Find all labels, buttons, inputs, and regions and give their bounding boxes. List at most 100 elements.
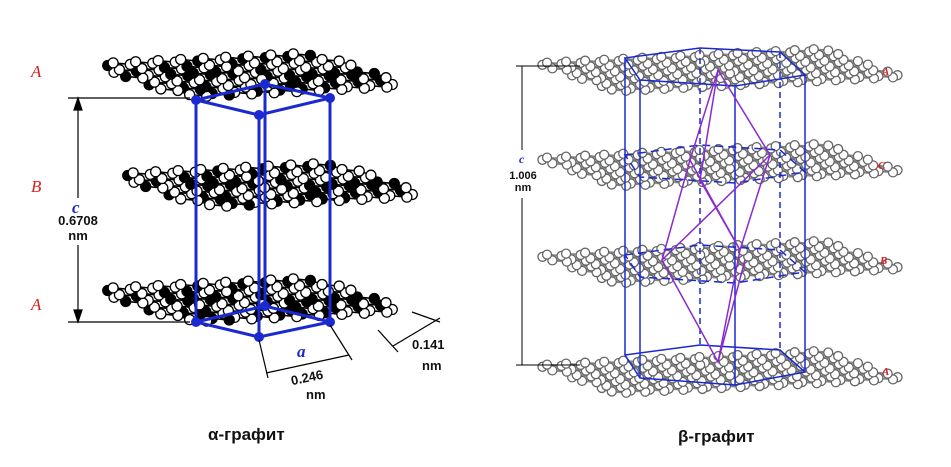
carbon-atom [187, 67, 199, 79]
carbon-atom [862, 59, 873, 70]
carbon-atom [388, 177, 400, 190]
carbon-atom [882, 161, 893, 172]
carbon-atom [242, 189, 255, 202]
carbon-atom [832, 48, 844, 60]
carbon-atom [277, 287, 289, 300]
carbon-atom [203, 284, 216, 296]
carbon-atom [265, 49, 277, 61]
carbon-atom [307, 158, 319, 170]
carbon-atom [200, 306, 212, 318]
carbon-atom [862, 251, 873, 262]
carbon-atom [277, 62, 289, 75]
carbon-atom [808, 346, 819, 357]
alpha-unit-cell [191, 79, 335, 342]
carbon-atom [268, 167, 281, 179]
carbon-atom [832, 143, 844, 155]
carbon-atom [265, 274, 277, 286]
carbon-atom [238, 71, 251, 84]
carbon-atom [158, 286, 171, 299]
carbon-atom [168, 186, 181, 198]
carbon-atom [335, 299, 347, 311]
alpha-bond-unit: nm [422, 358, 442, 373]
carbon-atom [152, 279, 164, 292]
carbon-atom [107, 282, 119, 294]
carbon-atom [789, 45, 800, 56]
carbon-atom [313, 165, 326, 177]
carbon-atom [304, 274, 317, 287]
carbon-atom [181, 285, 193, 297]
carbon-atom [287, 273, 299, 285]
carbon-atom [368, 292, 380, 305]
carbon-atom [193, 74, 206, 86]
carbon-atom [808, 44, 819, 55]
carbon-atom [107, 57, 119, 69]
carbon-atom [656, 146, 667, 158]
carbon-atom [329, 67, 341, 79]
carbon-atom [287, 187, 300, 199]
alpha-layer-label-bottom: A [31, 295, 42, 314]
alpha-graphite-layers [102, 48, 418, 327]
carbon-atom [789, 237, 800, 248]
carbon-atom [751, 141, 762, 153]
carbon-atom [148, 301, 161, 313]
carbon-atom [675, 145, 686, 157]
carbon-atom [120, 70, 132, 83]
carbon-atom [882, 258, 893, 269]
beta-layer-label-2: C [878, 160, 886, 172]
carbon-atom [789, 140, 800, 151]
carbon-atom [220, 61, 233, 73]
carbon-atom [365, 169, 377, 181]
carbon-atom [336, 163, 348, 176]
carbon-atom [312, 75, 325, 87]
alpha-c-dimension [68, 96, 190, 324]
carbon-atom [751, 46, 762, 58]
carbon-atom [213, 184, 226, 196]
beta-rhombohedral-cell [661, 68, 771, 365]
carbon-atom [342, 170, 355, 182]
carbon-atom [335, 74, 347, 86]
carbon-atom [541, 57, 553, 68]
carbon-atom [230, 176, 242, 188]
beta-graphite-layers [537, 44, 903, 398]
carbon-atom [220, 276, 232, 288]
carbon-atom [130, 281, 142, 293]
carbon-atom [300, 61, 312, 74]
carbon-atom [770, 238, 781, 249]
carbon-atom [675, 352, 686, 364]
carbon-atom [283, 294, 296, 307]
carbon-atom [207, 177, 219, 189]
carbon-atom [732, 47, 743, 59]
carbon-atom [675, 50, 686, 62]
carbon-atom [560, 56, 572, 67]
carbon-atom [579, 247, 591, 258]
carbon-atom [291, 166, 303, 178]
carbon-atom [140, 180, 152, 193]
carbon-atom [656, 51, 667, 63]
carbon-atom [599, 246, 610, 257]
alpha-bond-value: 0.141 [412, 337, 445, 352]
carbon-atom [156, 172, 168, 185]
carbon-atom [656, 353, 667, 365]
alpha-caption: α-графит [208, 425, 285, 444]
carbon-atom [127, 167, 139, 179]
carbon-atom [203, 198, 216, 211]
alpha-layer-label-middle: B [31, 177, 42, 196]
carbon-atom [377, 183, 390, 195]
carbon-atom [579, 357, 591, 368]
carbon-atom [560, 151, 572, 162]
carbon-atom [380, 297, 392, 309]
carbon-atom [852, 150, 864, 162]
carbon-atom [599, 149, 610, 160]
carbon-atom [579, 55, 591, 66]
carbon-atom [248, 57, 261, 69]
carbon-atom [240, 161, 252, 173]
carbon-atom [223, 169, 236, 181]
carbon-atom [852, 55, 864, 67]
carbon-atom [371, 176, 383, 188]
carbon-atom [175, 193, 187, 205]
carbon-atom [332, 185, 345, 197]
carbon-atom [222, 79, 235, 92]
carbon-atom [306, 68, 318, 80]
carbon-atom [823, 347, 834, 358]
